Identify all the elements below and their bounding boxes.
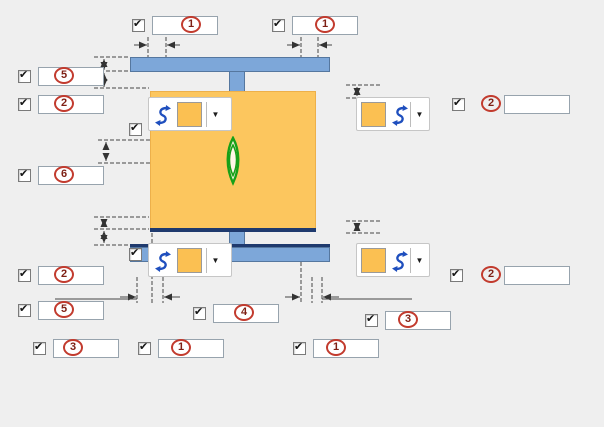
- check-icon: ✔: [130, 122, 140, 134]
- badge-bottom-middle: 4: [234, 304, 254, 321]
- check-icon: ✔: [194, 306, 204, 318]
- badge-bottom-row-left: 3: [63, 339, 83, 356]
- flip-icon: [390, 104, 408, 126]
- dropdown-button[interactable]: ▼: [206, 248, 224, 273]
- top-beam-web-stub: [229, 72, 245, 92]
- badge-bottom-right: 3: [398, 311, 418, 328]
- dropdown-button[interactable]: ▼: [206, 102, 224, 127]
- param-group-bottom-right: ✔ 3: [365, 311, 455, 332]
- value-input[interactable]: [504, 95, 570, 114]
- color-swatch[interactable]: [361, 248, 386, 273]
- param-group-left-top: ✔ 5: [18, 67, 108, 88]
- param-group-left-lower: ✔ 2: [18, 266, 108, 287]
- color-swatch[interactable]: [177, 102, 202, 127]
- checkbox[interactable]: ✔: [132, 18, 145, 32]
- chevron-down-icon: ▼: [211, 110, 220, 119]
- checkbox[interactable]: ✔: [33, 341, 46, 355]
- check-icon: ✔: [19, 69, 29, 81]
- check-icon: ✔: [139, 341, 149, 353]
- material-combo-bottom-right: ▼: [356, 243, 430, 277]
- chevron-down-icon: ▼: [415, 256, 424, 265]
- badge-left-middle: 6: [54, 166, 74, 183]
- check-icon: ✔: [451, 268, 461, 280]
- material-combo-top-right: ▼: [356, 97, 430, 131]
- param-group-bottom-row-left: ✔ 3: [33, 339, 123, 360]
- value-input[interactable]: [504, 266, 570, 285]
- param-group-bottom-row-right: ✔ 1: [293, 339, 383, 360]
- param-group-left-bottom: ✔ 5: [18, 301, 108, 322]
- param-group-left-middle: ✔ 6: [18, 166, 108, 187]
- checkbox[interactable]: ✔: [18, 168, 31, 182]
- check-icon: ✔: [133, 18, 143, 30]
- param-group-right-upper: ✔ 2: [452, 95, 572, 116]
- chevron-down-icon: ▼: [415, 110, 424, 119]
- checkbox[interactable]: ✔: [272, 18, 285, 32]
- badge-left-lower: 2: [54, 266, 74, 283]
- value-input[interactable]: [385, 311, 451, 330]
- badge-right-lower: 2: [481, 266, 501, 283]
- badge-top-right: 1: [315, 16, 335, 33]
- badge-left-bottom: 5: [54, 301, 74, 318]
- plate-bottom-edge: [150, 228, 316, 232]
- checkbox[interactable]: ✔: [18, 69, 31, 83]
- check-icon: ✔: [19, 303, 29, 315]
- up-direction-marker-icon: [226, 136, 240, 186]
- check-icon: ✔: [130, 247, 140, 259]
- checkbox[interactable]: ✔: [450, 268, 463, 282]
- standalone-checkbox-top-left[interactable]: ✔: [129, 122, 142, 136]
- check-icon: ✔: [34, 341, 44, 353]
- check-icon: ✔: [19, 168, 29, 180]
- dropdown-button[interactable]: ▼: [410, 102, 428, 127]
- standalone-checkbox-bottom-left[interactable]: ✔: [129, 247, 142, 261]
- checkbox[interactable]: ✔: [452, 97, 465, 111]
- color-swatch[interactable]: [177, 248, 202, 273]
- dropdown-button[interactable]: ▼: [410, 248, 428, 273]
- value-input[interactable]: [313, 339, 379, 358]
- check-icon: ✔: [19, 97, 29, 109]
- checkbox[interactable]: ✔: [18, 97, 31, 111]
- flip-icon: [390, 250, 408, 272]
- checkbox[interactable]: ✔: [18, 303, 31, 317]
- badge-bottom-row-center: 1: [171, 339, 191, 356]
- checkbox[interactable]: ✔: [18, 268, 31, 282]
- flip-icon: [153, 104, 171, 126]
- bottom-beam-web-stub: [229, 232, 245, 246]
- check-icon: ✔: [19, 268, 29, 280]
- param-group-top-left: ✔ 1: [132, 16, 222, 37]
- value-input[interactable]: [158, 339, 224, 358]
- param-group-bottom-middle: ✔ 4: [193, 304, 283, 325]
- color-swatch[interactable]: [361, 102, 386, 127]
- badge-right-upper: 2: [481, 95, 501, 112]
- material-combo-top-left: ▼: [148, 97, 232, 131]
- param-group-top-right: ✔ 1: [272, 16, 362, 37]
- flip-icon: [153, 250, 171, 272]
- material-combo-bottom-left: ▼: [148, 243, 232, 277]
- top-beam: [130, 57, 330, 72]
- check-icon: ✔: [273, 18, 283, 30]
- checkbox[interactable]: ✔: [138, 341, 151, 355]
- check-icon: ✔: [366, 313, 376, 325]
- param-group-right-lower: ✔ 2: [450, 266, 575, 287]
- badge-bottom-row-right: 1: [326, 339, 346, 356]
- badge-top-left: 1: [181, 16, 201, 33]
- param-group-bottom-row-center: ✔ 1: [138, 339, 228, 360]
- checkbox[interactable]: ✔: [365, 313, 378, 327]
- chevron-down-icon: ▼: [211, 256, 220, 265]
- check-icon: ✔: [294, 341, 304, 353]
- badge-left-upper: 2: [54, 95, 74, 112]
- badge-left-top: 5: [54, 67, 74, 84]
- checkbox[interactable]: ✔: [193, 306, 206, 320]
- param-group-left-upper: ✔ 2: [18, 95, 108, 116]
- check-icon: ✔: [453, 97, 463, 109]
- checkbox[interactable]: ✔: [293, 341, 306, 355]
